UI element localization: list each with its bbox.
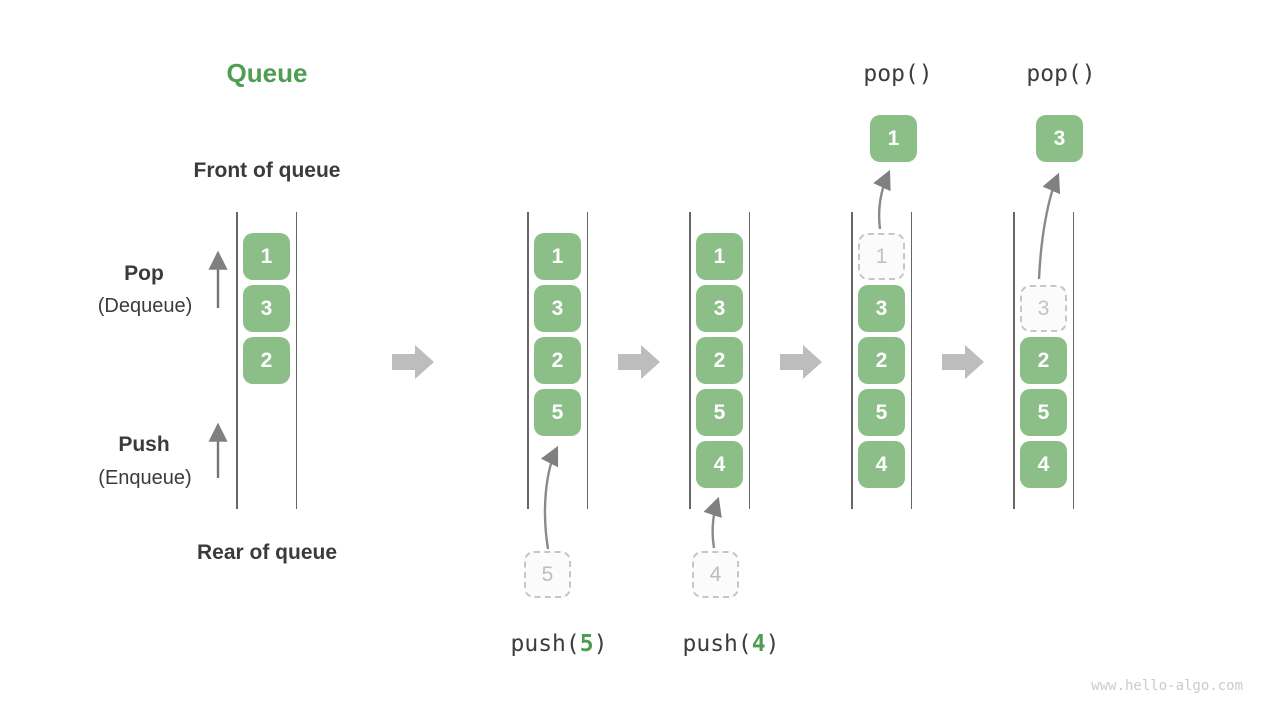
flow-arrow-icon bbox=[942, 345, 984, 379]
flow-arrow-icon bbox=[780, 345, 822, 379]
pop-operation-label: pop() bbox=[1026, 61, 1096, 87]
queue-element-removed: 3 bbox=[1020, 285, 1067, 332]
queue-element: 4 bbox=[858, 441, 905, 488]
diagram-title: Queue bbox=[226, 58, 308, 88]
push-op-pre: push( bbox=[682, 631, 752, 657]
push-operation-label: push(5) bbox=[511, 631, 608, 657]
queue-wall bbox=[851, 212, 853, 509]
queue-element: 1 bbox=[534, 233, 581, 280]
queue-wall bbox=[586, 212, 588, 509]
push-label: Push bbox=[118, 433, 170, 456]
queue-element: 2 bbox=[534, 337, 581, 384]
push-op-post: ) bbox=[593, 631, 608, 657]
queue-state-5: 3 2 5 4 bbox=[1013, 212, 1074, 509]
watermark: www.hello-algo.com bbox=[1091, 678, 1243, 694]
queue-element-removed: 1 bbox=[858, 233, 905, 280]
queue-element: 1 bbox=[243, 233, 290, 280]
rear-of-queue-label: Rear of queue bbox=[196, 541, 338, 564]
push-op-arg: 4 bbox=[751, 631, 766, 657]
enqueue-sublabel: (Enqueue) bbox=[98, 467, 192, 489]
pop-operation-label: pop() bbox=[863, 61, 933, 87]
queue-element: 3 bbox=[534, 285, 581, 332]
queue-element: 2 bbox=[243, 337, 290, 384]
push-op-post: ) bbox=[765, 631, 780, 657]
queue-state-3: 1 3 2 5 4 bbox=[689, 212, 750, 509]
push-op-pre: push( bbox=[510, 631, 580, 657]
queue-wall bbox=[236, 212, 238, 509]
flow-arrow-icon bbox=[392, 345, 434, 379]
queue-wall bbox=[295, 212, 297, 509]
queue-wall bbox=[1072, 212, 1074, 509]
queue-element: 3 bbox=[243, 285, 290, 332]
queue-element: 5 bbox=[534, 389, 581, 436]
queue-state-1: 1 3 2 bbox=[236, 212, 297, 509]
queue-element: 4 bbox=[1020, 441, 1067, 488]
queue-element: 2 bbox=[1020, 337, 1067, 384]
queue-state-2: 1 3 2 5 bbox=[527, 212, 588, 509]
push-operation-label: push(4) bbox=[683, 631, 780, 657]
pending-element: 4 bbox=[692, 551, 739, 598]
queue-wall bbox=[748, 212, 750, 509]
push-op-arg: 5 bbox=[579, 631, 594, 657]
front-of-queue-label: Front of queue bbox=[193, 159, 341, 182]
popped-element: 1 bbox=[870, 115, 917, 162]
queue-state-4: 1 3 2 5 4 bbox=[851, 212, 912, 509]
queue-element: 3 bbox=[858, 285, 905, 332]
queue-wall bbox=[910, 212, 912, 509]
popped-element: 3 bbox=[1036, 115, 1083, 162]
queue-element: 5 bbox=[1020, 389, 1067, 436]
queue-element: 2 bbox=[696, 337, 743, 384]
queue-element: 3 bbox=[696, 285, 743, 332]
queue-element: 5 bbox=[858, 389, 905, 436]
queue-element: 1 bbox=[696, 233, 743, 280]
queue-element: 4 bbox=[696, 441, 743, 488]
pop-label: Pop bbox=[124, 262, 164, 285]
queue-element: 2 bbox=[858, 337, 905, 384]
queue-wall bbox=[689, 212, 691, 509]
queue-wall bbox=[527, 212, 529, 509]
queue-wall bbox=[1013, 212, 1015, 509]
queue-element: 5 bbox=[696, 389, 743, 436]
dequeue-sublabel: (Dequeue) bbox=[97, 295, 193, 317]
flow-arrow-icon bbox=[618, 345, 660, 379]
pending-element: 5 bbox=[524, 551, 571, 598]
